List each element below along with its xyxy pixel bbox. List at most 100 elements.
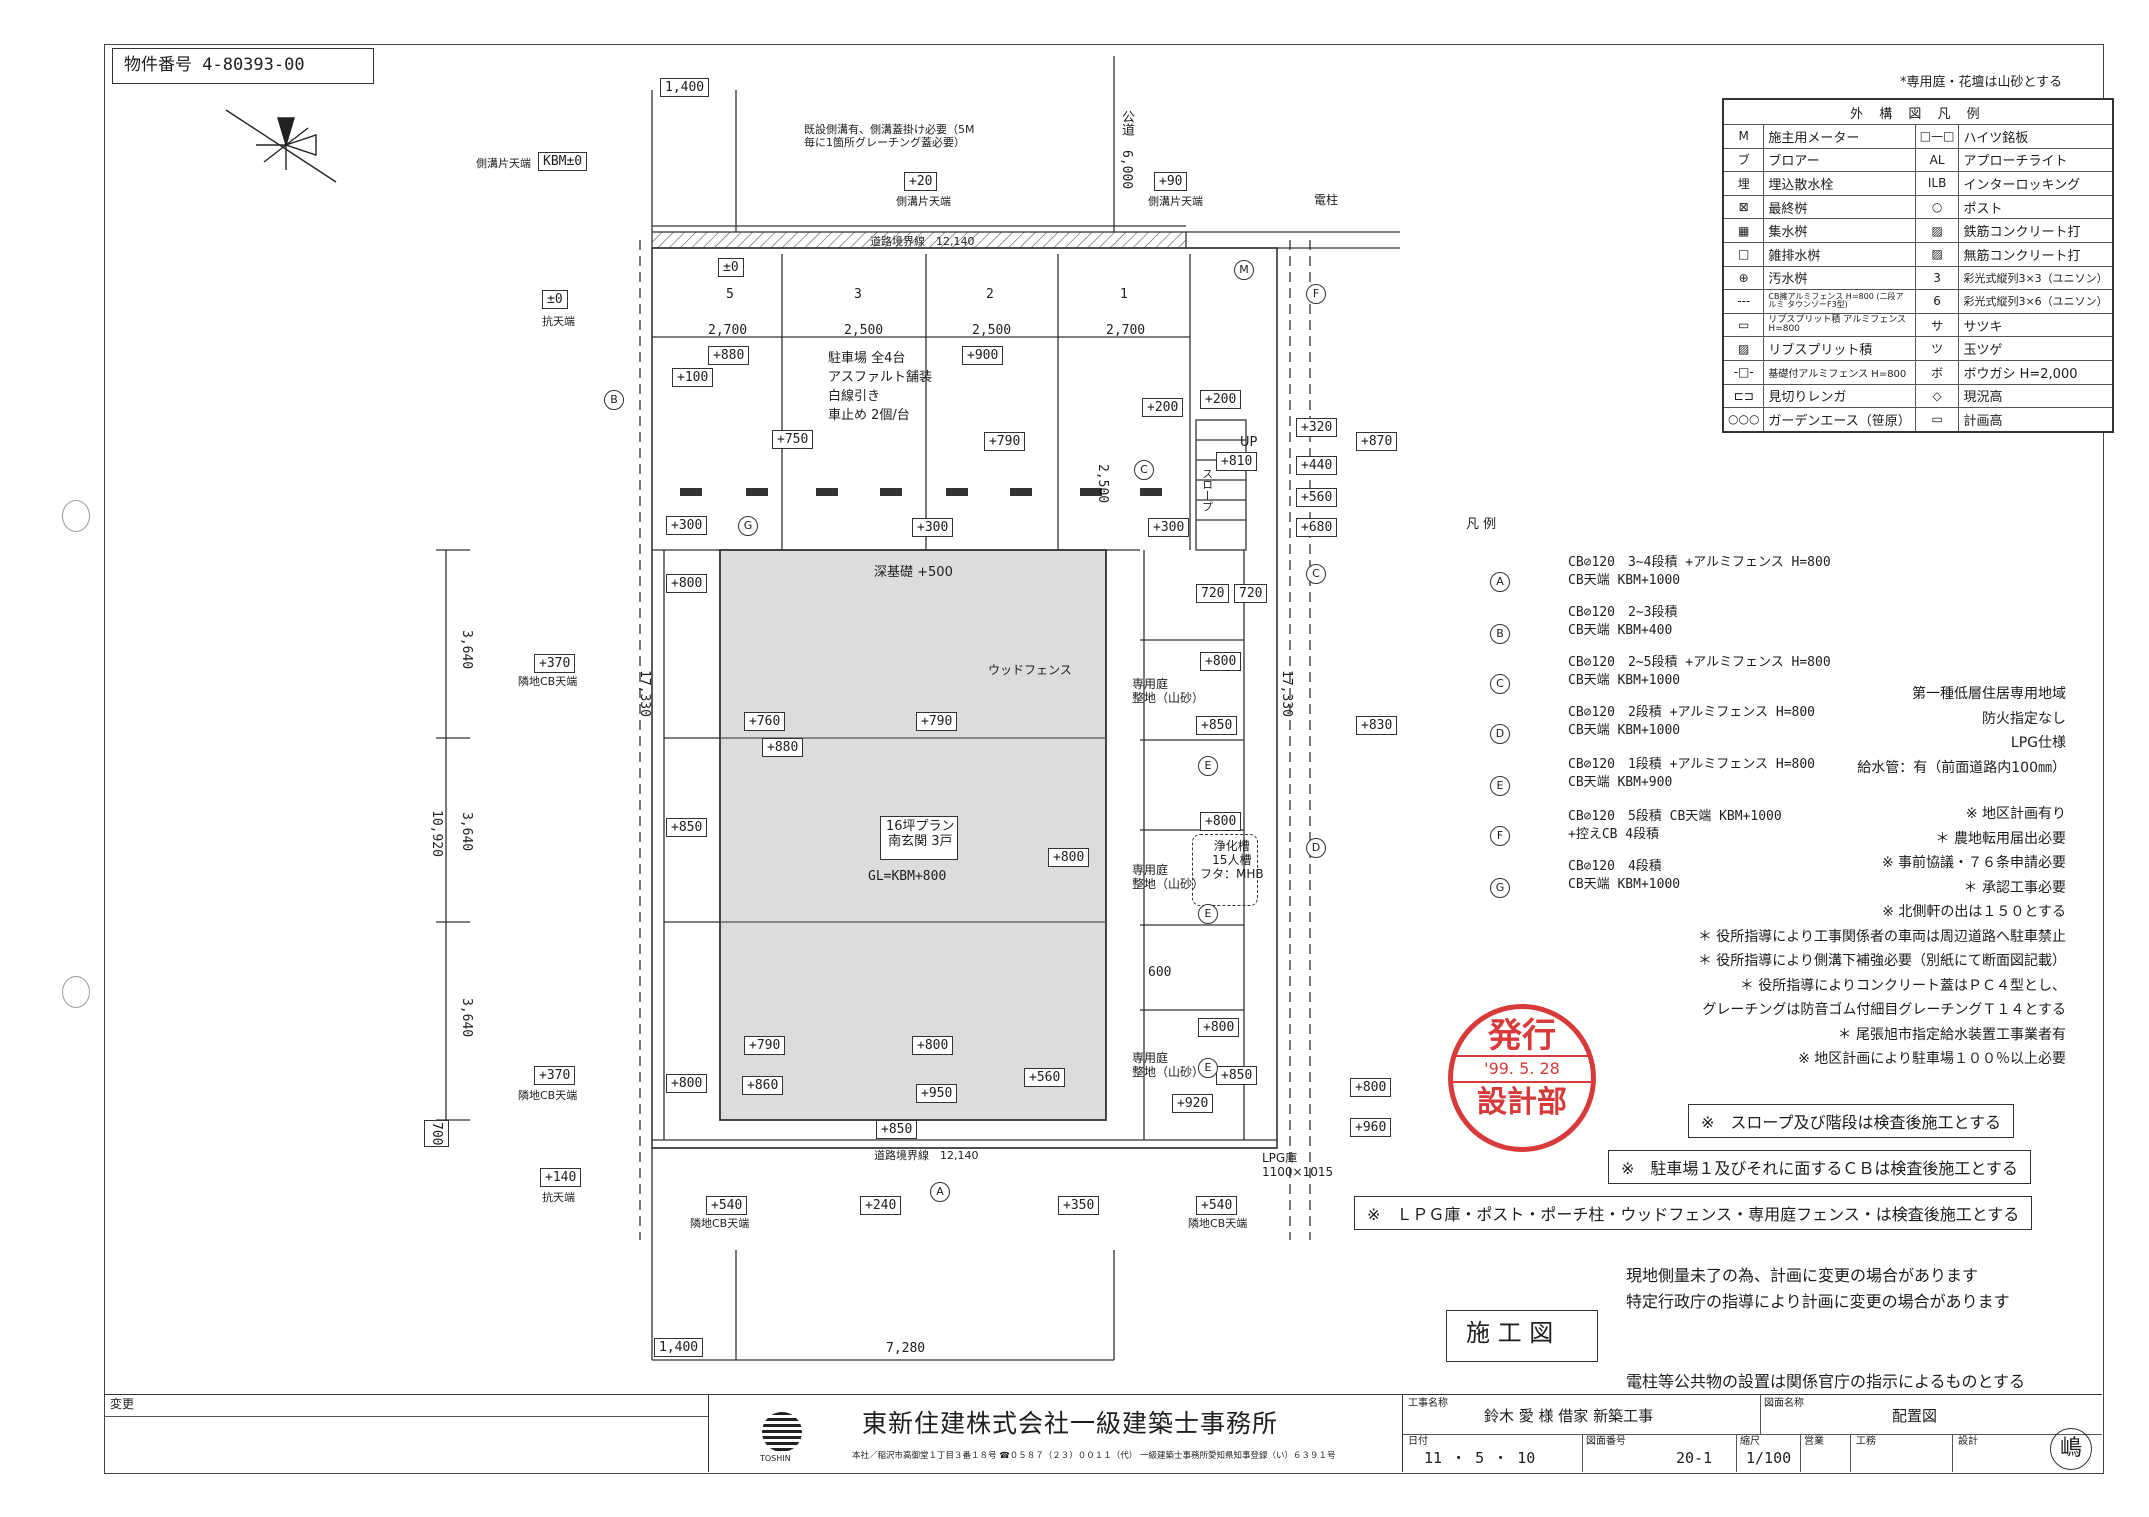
dim-600: 600 <box>1148 965 1172 980</box>
legend-row: □雑排水桝▨無筋コンクリート打 <box>1722 241 2114 267</box>
road-boundary-south: 道路境界線 12,140 <box>874 1149 979 1162</box>
meter-icon: M <box>1234 260 1254 280</box>
edge-label: 隣地CB天端 <box>518 1089 578 1102</box>
box-note: ※ スロープ及び階段は検査後施工とする <box>1688 1104 2014 1138</box>
edge-label: 側溝片天端 <box>1148 195 1203 208</box>
level-tag: +950 <box>916 1084 958 1103</box>
dim-top-width: 1,400 <box>660 78 710 97</box>
property-number: 物件番号 4-80393-00 <box>124 55 305 75</box>
wall-legend-key: B <box>1490 624 1510 644</box>
kbm-label: 側溝片天端 <box>476 157 531 170</box>
level-tag: +370 <box>534 654 576 673</box>
level-tag: +300 <box>912 518 954 537</box>
wood-fence-label: ウッドフェンス <box>988 663 1072 677</box>
wall-legend-line: CB⊘120 5段積 CB天端 KBM+1000 <box>1568 809 1782 824</box>
wall-legend-line: CB天端 KBM+1000 <box>1568 573 1681 588</box>
tb-divider <box>1952 1434 1953 1472</box>
tb-divider <box>1850 1434 1851 1472</box>
wall-legend-key: G <box>1490 878 1510 898</box>
utility-pole: 電柱 <box>1314 193 1339 207</box>
side-length-left: 17,330 <box>636 670 652 717</box>
parking-desc: 駐車場 全4台アスファルト舗装 白線引き車止め 2個/台 <box>828 351 933 423</box>
wall-legend-line: +控えCB 4段積 <box>1568 827 1660 842</box>
level-tag: +200 <box>1142 398 1184 417</box>
punch-hole <box>62 976 90 1008</box>
wall-key-c: C <box>1306 564 1326 584</box>
company-logo <box>762 1412 802 1452</box>
level-tag: +560 <box>1024 1068 1066 1087</box>
garden-label: 専用庭整地（山砂） <box>1132 1051 1205 1079</box>
parking-width: 2,500 <box>844 323 884 338</box>
level-tag: +100 <box>672 368 714 387</box>
level-tag: +880 <box>762 738 804 757</box>
ground-level: GL=KBM+800 <box>868 869 947 884</box>
bottom-note: 電柱等公共物の設置は関係官庁の指示によるものとする <box>1626 1372 2026 1391</box>
edge-label: 隣地CB天端 <box>518 675 578 688</box>
drawing-type-box <box>1446 1310 1598 1362</box>
wall-key-e: E <box>1198 904 1218 924</box>
level-tag: +790 <box>744 1036 786 1055</box>
level-tag: +90 <box>1154 172 1188 191</box>
bottom-note: 特定行政庁の指導により計画に変更の場合があります <box>1626 1292 2010 1311</box>
drawing-no-label: 図面番号 <box>1586 1436 1626 1447</box>
level-tag: +850 <box>1196 716 1238 735</box>
wall-legend-key: C <box>1490 674 1510 694</box>
level-tag: +300 <box>1148 518 1190 537</box>
wall-key-b: B <box>604 390 624 410</box>
company-name: 東新住建株式会社一級建築士事務所 <box>862 1409 1279 1438</box>
stamp-top: 発行 <box>1488 1016 1556 1056</box>
level-tag: +680 <box>1296 518 1338 537</box>
legend-row: ⊏⊐見切りレンガ◇現況高 <box>1722 383 2114 409</box>
wall-legend-line: CB天端 KBM+400 <box>1568 623 1673 638</box>
level-tag: +800 <box>1350 1078 1392 1097</box>
design-label: 設計 <box>1958 1436 1978 1447</box>
level-tag: +790 <box>984 432 1026 451</box>
level-tag: +350 <box>1058 1196 1100 1215</box>
tb-divider <box>1402 1394 1403 1472</box>
dim-left: 3,640 <box>458 812 474 852</box>
parking-no-1: 1 <box>1120 287 1128 302</box>
wall-legend-line: CB⊘120 1段積 +アルミフェンス H=800 <box>1568 757 1816 772</box>
wall-key-g: G <box>738 516 758 536</box>
wall-key-a: A <box>930 1182 950 1202</box>
stair-up: UP <box>1240 435 1258 450</box>
edge-label: 隣地CB天端 <box>690 1217 750 1230</box>
level-tag: +880 <box>708 346 750 365</box>
drawing-name: 配置図 <box>1892 1407 1938 1425</box>
stamp-date: '99. 5. 28 <box>1453 1055 1591 1083</box>
level-tag: +760 <box>744 712 786 731</box>
wall-legend-key: A <box>1490 572 1510 592</box>
wall-legend-key: F <box>1490 826 1510 846</box>
parking-width: 2,500 <box>972 323 1012 338</box>
company-address: 本社／稲沢市高御堂１丁目３番１８号 ☎０５８７（２３）００１１（代） 一級建築士… <box>852 1451 1336 1461</box>
level-tag: +800 <box>1048 848 1090 867</box>
legend-row: ▦集水桝▨鉄筋コンクリート打 <box>1722 218 2114 243</box>
top-note: *専用庭・花壇は山砂とする <box>1900 75 2063 90</box>
wall-legend-line: CB⊘120 2~5段積 +アルミフェンス H=800 <box>1568 655 1831 670</box>
level-tag: +800 <box>912 1036 954 1055</box>
wall-legend-line: CB天端 KBM+1000 <box>1568 673 1681 688</box>
level-tag: +320 <box>1296 418 1338 437</box>
legend-row: ○○○ガーデンエース（笹原）▭計画高 <box>1722 407 2114 433</box>
wall-legend-line: CB⊘120 2~3段積 <box>1568 605 1678 620</box>
drawing-no: 20-1 <box>1676 1449 1713 1467</box>
building-label-box <box>880 816 958 860</box>
tb-divider <box>1736 1434 1737 1472</box>
garden-label: 専用庭整地（山砂） <box>1132 863 1205 891</box>
parking-width: 2,700 <box>1106 323 1146 338</box>
works-label: 工務 <box>1856 1436 1876 1447</box>
project-label: 工事名称 <box>1408 1398 1448 1409</box>
building-desc: 16坪プラン南玄関 3戸 <box>886 819 955 849</box>
wall-legend-line: CB⊘120 2段積 +アルミフェンス H=800 <box>1568 705 1816 720</box>
dim-2500: 2,500 <box>1094 464 1110 504</box>
notes-list: ※ 地区計画有り＊ 農地転用届出必要※ 事前協議・７６条申請必要 ＊ 承認工事必… <box>1697 806 2066 1067</box>
kbm-tag: KBM±0 <box>538 152 588 171</box>
